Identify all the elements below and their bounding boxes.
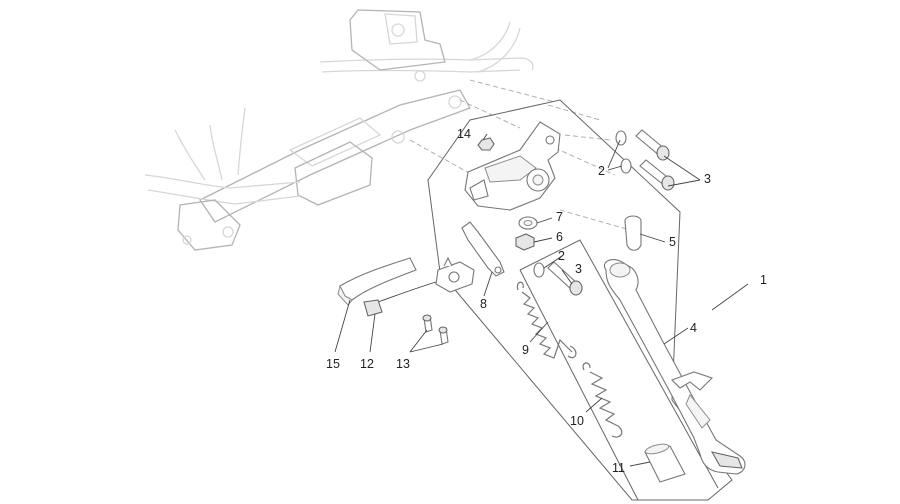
part-13-screws (422, 314, 449, 345)
part-2-washers-upper (615, 130, 632, 174)
callout-9: 9 (522, 343, 529, 357)
callout-2-upper: 2 (598, 164, 605, 178)
part-14-nut (477, 137, 495, 151)
callout-8: 8 (480, 297, 487, 311)
callout-4: 4 (690, 321, 697, 335)
vehicle-frame (144, 9, 534, 251)
callout-2-lower: 2 (558, 249, 565, 263)
part-11-sleeve (644, 443, 686, 483)
part-6-nut (515, 233, 535, 251)
callout-3-upper: 3 (704, 172, 711, 186)
part-3-bolts-upper (635, 129, 675, 191)
callout-13: 13 (396, 357, 410, 371)
callout-15: 15 (326, 357, 340, 371)
callout-14: 14 (457, 127, 471, 141)
callout-labels: 14 2 3 5 1 4 7 6 2 3 8 9 10 11 15 12 13 (326, 127, 767, 475)
stand-bracket (464, 121, 561, 211)
callout-6: 6 (556, 230, 563, 244)
callout-1: 1 (760, 273, 767, 287)
leader-lines (334, 133, 749, 467)
callout-5: 5 (669, 235, 676, 249)
part-4-side-stand (604, 259, 746, 475)
part-3-bolt-lower (547, 261, 583, 296)
part-5-bushing (624, 215, 642, 251)
part-10-spring (582, 362, 623, 438)
part-9-spring (516, 281, 577, 359)
part-2-washer-lower (533, 262, 545, 278)
callout-7: 7 (556, 210, 563, 224)
callout-3-lower: 3 (575, 262, 582, 276)
part-12-switch (363, 256, 475, 317)
assembly-outline (427, 99, 733, 501)
callout-12: 12 (360, 357, 374, 371)
part-8-lever (461, 221, 505, 277)
callout-10: 10 (570, 414, 584, 428)
callout-11: 11 (612, 461, 625, 475)
part-7-washer (518, 216, 538, 230)
part-15-cover (337, 257, 417, 306)
